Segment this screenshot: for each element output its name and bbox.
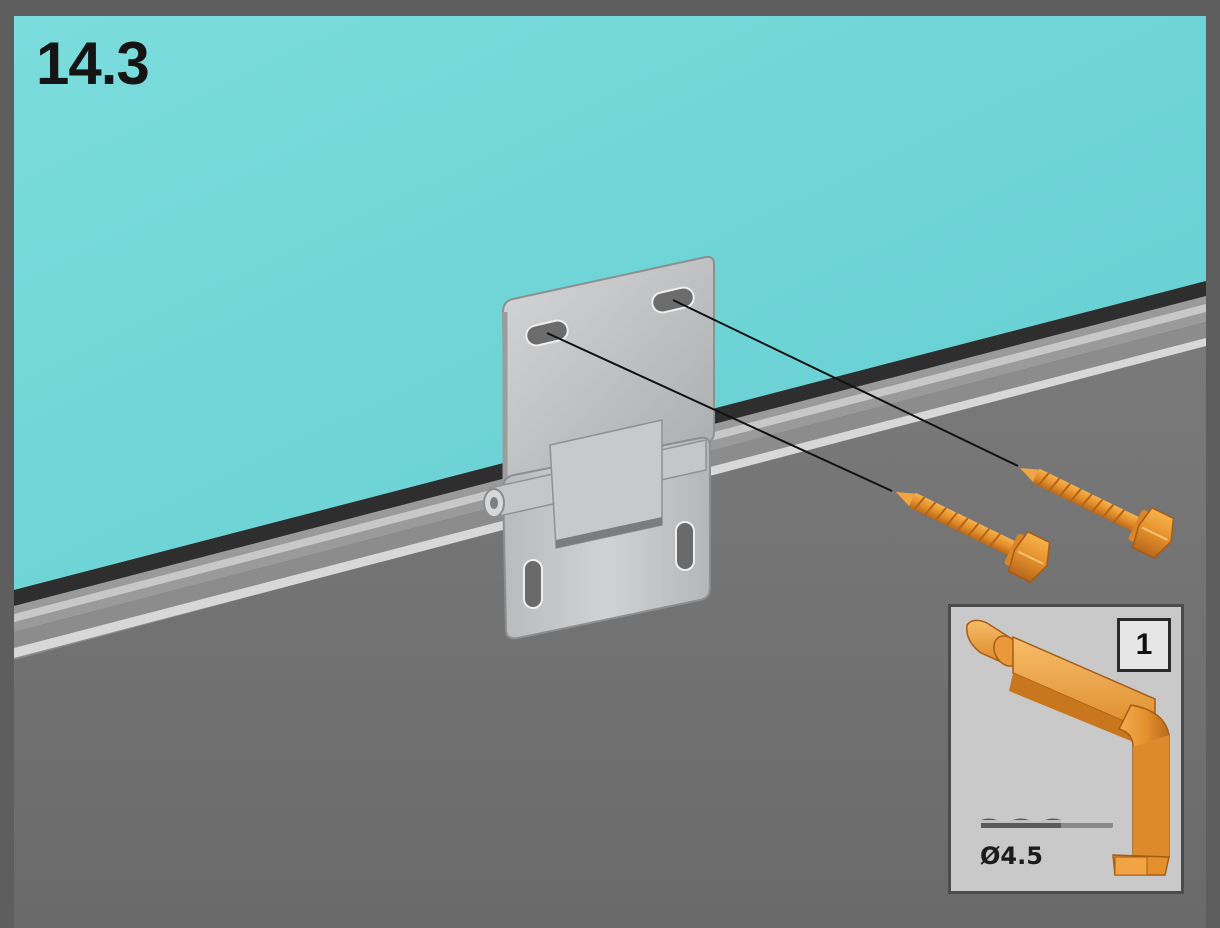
tool-inset: 1 Ø4.5	[948, 604, 1184, 894]
guide-line	[672, 299, 1019, 467]
step-number: 14.3	[36, 30, 150, 97]
hex-key-icon	[966, 619, 1170, 876]
hinge	[483, 255, 715, 640]
guide-line	[546, 332, 893, 492]
hinge-slot	[523, 559, 543, 609]
inset-number: 1	[1117, 618, 1171, 672]
screw-left	[896, 492, 1051, 583]
hinge-slot	[675, 521, 695, 571]
drill-diameter-label: Ø4.5	[980, 842, 1043, 870]
screw-right	[1020, 468, 1175, 559]
lower-panel	[14, 340, 1206, 928]
drill-bit-icon	[981, 818, 1113, 828]
